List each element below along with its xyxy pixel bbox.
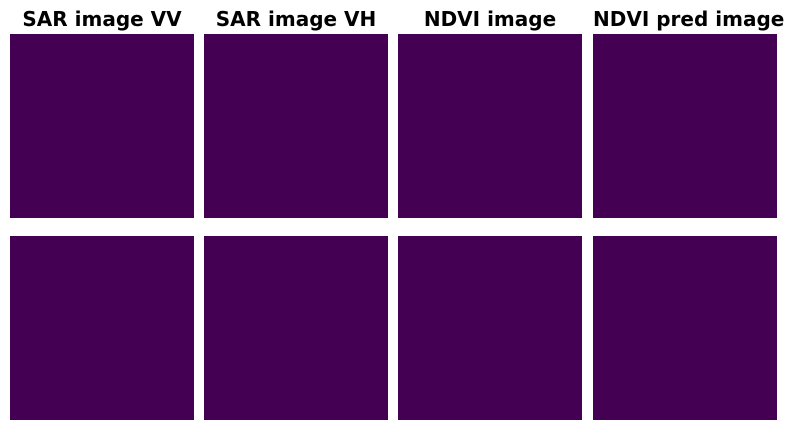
raster-texture <box>593 236 777 420</box>
raster-texture <box>10 236 194 420</box>
raster-texture <box>398 34 582 218</box>
column-title-sar-vh: SAR image VH <box>215 7 377 31</box>
column-title-ndvi-pred: NDVI pred image <box>593 7 785 31</box>
ndvi-pred-image-row1 <box>593 34 777 218</box>
sar-vv-image-row2 <box>10 236 194 420</box>
raster-texture <box>398 236 582 420</box>
ndvi-image-row2 <box>398 236 582 420</box>
ndvi-pred-image-row2 <box>593 236 777 420</box>
sar-vh-image-row2 <box>204 236 388 420</box>
raster-texture <box>204 236 388 420</box>
raster-texture <box>10 34 194 218</box>
column-title-ndvi: NDVI image <box>423 7 557 31</box>
sar-vv-image-row1 <box>10 34 194 218</box>
sar-vh-image-row1 <box>204 34 388 218</box>
raster-texture <box>204 34 388 218</box>
column-title-sar-vv: SAR image VV <box>22 7 182 31</box>
ndvi-image-row1 <box>398 34 582 218</box>
raster-texture <box>593 34 777 218</box>
